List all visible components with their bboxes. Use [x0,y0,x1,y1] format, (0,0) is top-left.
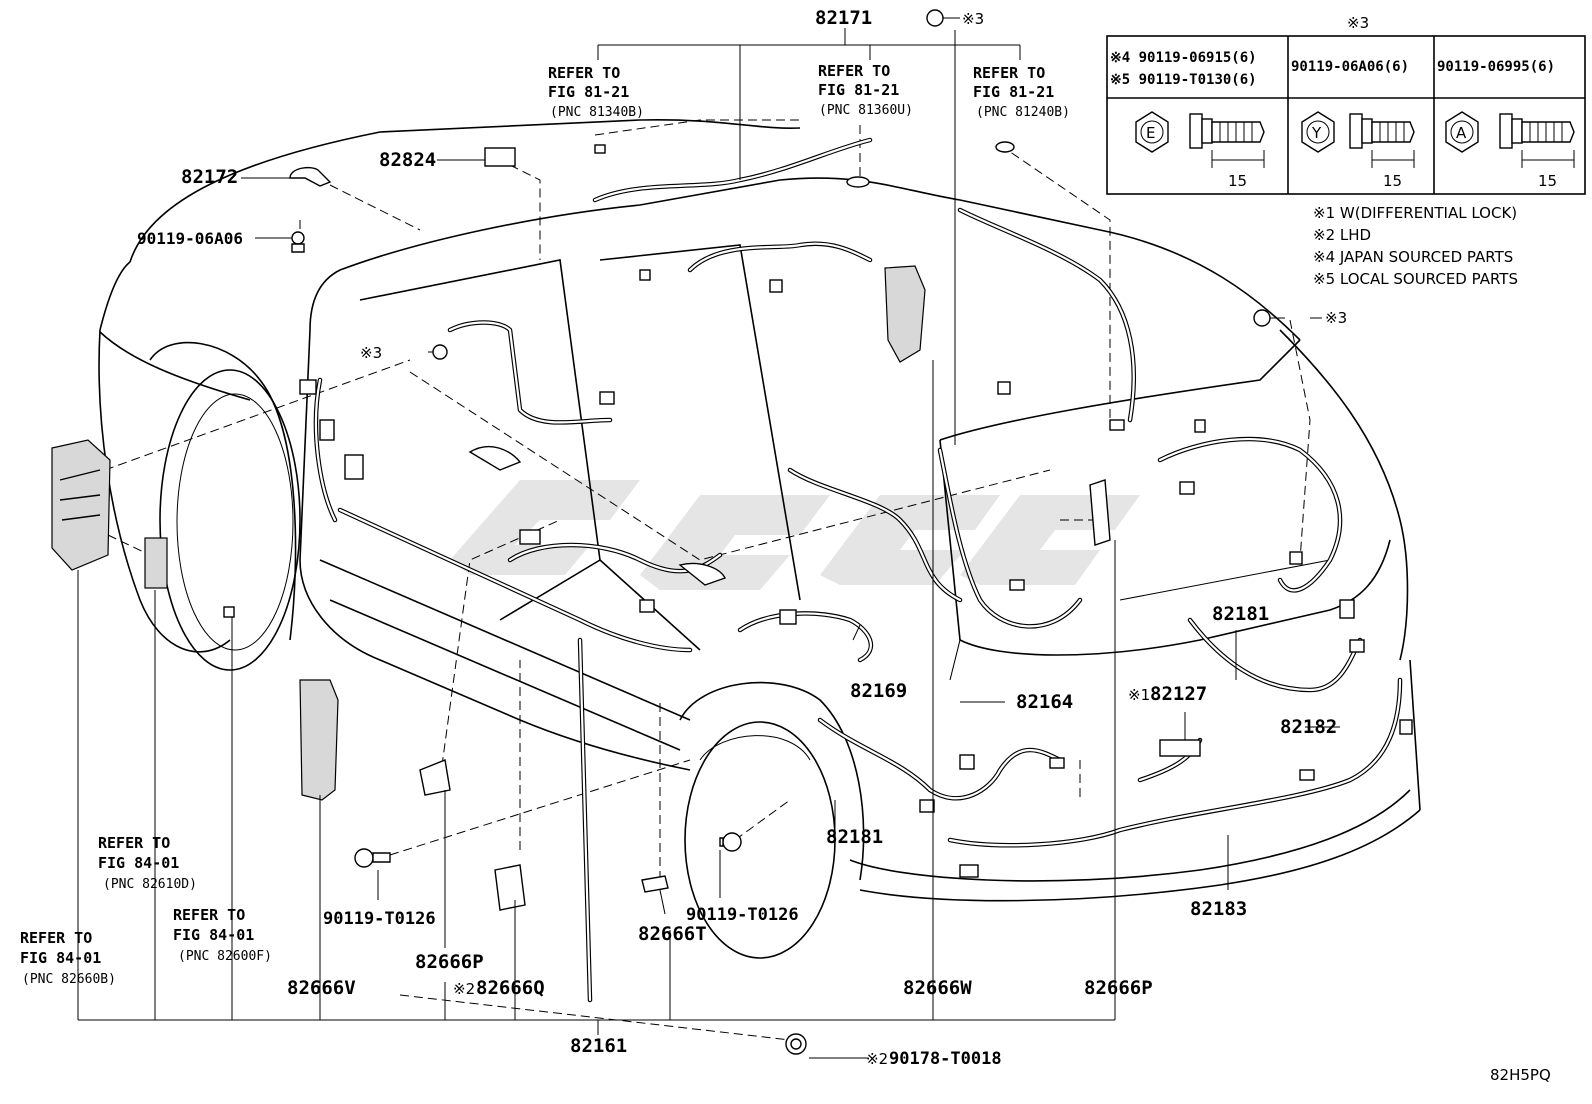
svg-text:(PNC 82600F): (PNC 82600F) [178,949,272,964]
label-82666w: 82666W [903,977,972,999]
label-82666p-right: 82666P [1084,977,1153,999]
bolt-m3-top-icon [926,9,960,27]
junction-block-82660b [51,439,111,571]
label-82171: 82171 [815,7,872,29]
refer-81360u: REFER TO FIG 81-21 (PNC 81360U) [818,62,913,118]
leader-lines [77,28,1340,1059]
label-82161: 82161 [570,1035,627,1057]
svg-text:(PNC 82610D): (PNC 82610D) [103,877,197,892]
bolt-table: ※4 90119-06915(6) ※5 90119-T0130(6) 9011… [1106,35,1586,195]
svg-text:FIG 81-21: FIG 81-21 [548,83,629,101]
note-4: ※5 LOCAL SOURCED PARTS [1313,270,1518,288]
svg-text:(PNC 81340B): (PNC 81340B) [550,105,644,120]
svg-text:Y: Y [1311,124,1322,142]
svg-text:E: E [1146,124,1155,142]
mark-m3-top: ※3 [962,10,984,28]
label-82169: 82169 [850,680,907,702]
bolt-90119-06a06-icon [291,231,305,253]
svg-text:(PNC 82660B): (PNC 82660B) [22,972,116,987]
bolt-m3-left-icon [428,344,448,360]
notes: ※1 W(DIFFERENTIAL LOCK) ※2 LHD ※4 JAPAN … [1313,204,1518,288]
label-82666v: 82666V [287,977,356,999]
note-3: ※4 JAPAN SOURCED PARTS [1313,248,1513,266]
note-2: ※2 LHD [1313,226,1371,244]
label-82164: 82164 [1016,691,1073,713]
label-90178-t0018: 90178-T0018 [889,1049,1002,1069]
label-82127: 82127 [1150,683,1207,705]
label-82127-mark: ※1 [1128,686,1150,704]
refer-81340b: REFER TO FIG 81-21 (PNC 81340B) [548,64,644,120]
grommet-90178-t0018-icon [785,1033,807,1055]
part-labels: 82171 82172 82824 90119-06A06 82169 8216… [137,7,1551,1084]
refer-81240b: REFER TO FIG 81-21 (PNC 81240B) [973,64,1070,120]
bracket-82666v [299,679,339,801]
m3-marks: ※3 ※3 ※3 ※3 [360,10,1369,362]
svg-text:FIG 84-01: FIG 84-01 [173,926,254,944]
label-82666q-mark: ※2 [453,980,475,998]
bolt-table-col3: 90119-06995(6) [1437,59,1555,75]
note-1: ※1 W(DIFFERENTIAL LOCK) [1313,204,1517,222]
label-82181-top: 82181 [1212,603,1269,625]
label-82666t: 82666T [638,923,707,945]
label-90119-06a06: 90119-06A06 [137,229,243,248]
bolt-a-icon: A 15 [1445,111,1575,190]
label-82666p-left: 82666P [415,951,484,973]
svg-text:FIG 84-01: FIG 84-01 [20,949,101,967]
bracket-82666w [884,265,926,363]
bolt-table-col2: 90119-06A06(6) [1291,59,1409,75]
svg-text:FIG 81-21: FIG 81-21 [973,83,1054,101]
diagram-code: 82H5PQ [1490,1066,1551,1084]
label-82183: 82183 [1190,898,1247,920]
relay-82600f [223,606,235,618]
bolts [291,9,1285,1055]
refer-labels: REFER TO FIG 81-21 (PNC 81340B) REFER TO… [20,62,1070,987]
svg-text:FIG 84-01: FIG 84-01 [98,854,179,872]
label-82182: 82182 [1280,716,1337,738]
bolt-table-col1-line2: ※5 90119-T0130(6) [1110,72,1257,88]
bolt-90119-t0126-right-icon [719,832,742,852]
label-90178-mark: ※2 [866,1050,888,1068]
svg-text:REFER TO: REFER TO [98,834,170,852]
svg-text:FIG 81-21: FIG 81-21 [818,81,899,99]
refer-82660b: REFER TO FIG 84-01 (PNC 82660B) [20,929,116,987]
bracket-82666p-left [419,759,451,796]
bolt-table-col1-line1: ※4 90119-06915(6) [1110,50,1257,66]
svg-text:REFER TO: REFER TO [818,62,890,80]
label-90119-t0126-left: 90119-T0126 [323,909,436,929]
bolt-e-icon: E 15 [1135,111,1265,190]
svg-text:(PNC 81240B): (PNC 81240B) [976,105,1070,120]
refer-82610d: REFER TO FIG 84-01 (PNC 82610D) [98,834,197,892]
mark-m3-left: ※3 [360,344,382,362]
bracket-82666p-right [1089,479,1111,546]
label-82181-bottom: 82181 [826,826,883,848]
svg-text:REFER TO: REFER TO [173,906,245,924]
mark-m3-right: ※3 [1325,309,1347,327]
refer-82600f: REFER TO FIG 84-01 (PNC 82600F) [173,906,272,964]
svg-text:A: A [1456,124,1467,142]
bolt-m3-right-icon [1253,309,1285,327]
label-90119-t0126-right: 90119-T0126 [686,905,799,925]
label-82824: 82824 [379,149,436,171]
bracket-82666q [494,864,526,911]
bolt-90119-t0126-left-icon [354,848,391,868]
svg-text:15: 15 [1538,172,1557,190]
connectors [51,141,1413,911]
label-82666q: 82666Q [476,977,545,999]
mark-m3-table: ※3 [1347,14,1369,32]
svg-text:REFER TO: REFER TO [548,64,620,82]
svg-text:REFER TO: REFER TO [20,929,92,947]
bolt-y-icon: Y 15 [1301,111,1415,190]
svg-text:15: 15 [1383,172,1402,190]
relay-block-82610d [144,537,168,589]
wire-harnesses [313,137,1403,1003]
clip-82666t [641,875,669,893]
label-82172: 82172 [181,166,238,188]
svg-text:REFER TO: REFER TO [973,64,1045,82]
svg-text:15: 15 [1228,172,1247,190]
svg-text:(PNC 81360U): (PNC 81360U) [819,103,913,118]
